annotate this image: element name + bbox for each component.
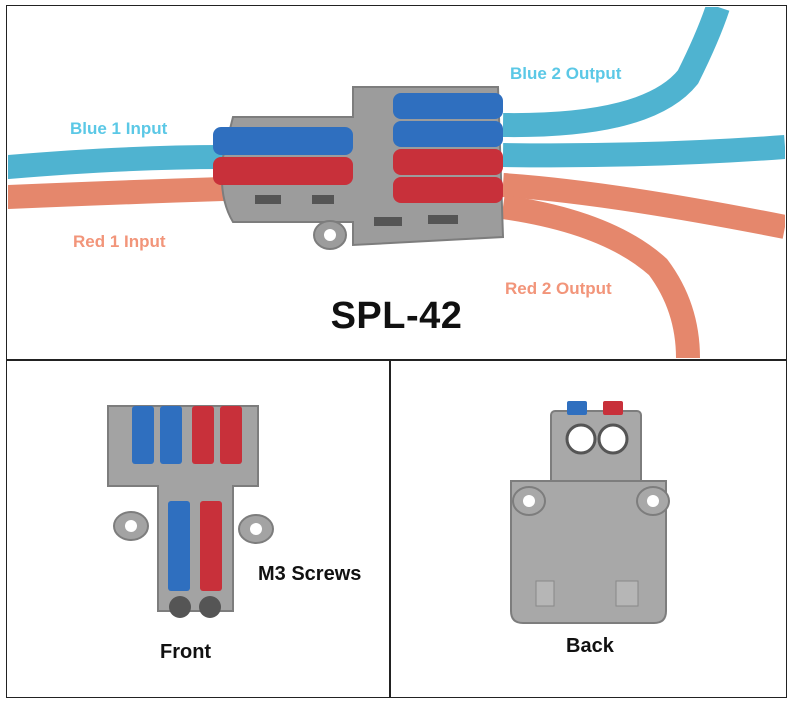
red-lever-output-2 xyxy=(393,177,503,203)
back-view-illustration xyxy=(510,401,670,624)
back-view-panel: Back xyxy=(391,361,785,696)
front-view-panel: M3 Screws Front xyxy=(8,361,388,696)
blue-output-wire-1 xyxy=(502,7,730,138)
blue-input-wire xyxy=(8,145,235,179)
front-view-illustration xyxy=(107,405,274,618)
blue-output-wire-2 xyxy=(502,135,785,168)
front-red-lever-main xyxy=(200,501,222,591)
label-red-2-output: Red 2 Output xyxy=(505,279,612,298)
label-m3-screws: M3 Screws xyxy=(258,563,362,585)
front-blue-lever-1 xyxy=(132,406,154,464)
label-red-1-input: Red 1 Input xyxy=(73,232,166,251)
top-panel-connector-photo: Blue 1 Input Blue 2 Output Red 1 Input R… xyxy=(8,7,785,358)
red-lever-input xyxy=(213,157,353,185)
label-blue-1-input: Blue 1 Input xyxy=(70,119,168,138)
blue-lever-input xyxy=(213,127,353,155)
horizontal-divider xyxy=(6,359,787,361)
caption-back: Back xyxy=(566,635,614,657)
red-output-wire-1 xyxy=(502,173,785,239)
model-title: SPL-42 xyxy=(330,295,463,337)
label-blue-2-output: Blue 2 Output xyxy=(510,64,622,83)
front-red-lever-2 xyxy=(220,406,242,464)
red-output-wire-2 xyxy=(501,195,700,358)
red-lever-output-1 xyxy=(393,149,503,175)
vertical-divider xyxy=(389,359,391,698)
front-red-lever-1 xyxy=(192,406,214,464)
red-input-wire xyxy=(8,177,235,209)
blue-lever-output-2 xyxy=(393,121,503,147)
blue-lever-output-1 xyxy=(393,93,503,119)
connector-illustration xyxy=(8,7,785,358)
caption-front: Front xyxy=(160,641,212,663)
front-blue-lever-main xyxy=(168,501,190,591)
front-blue-lever-2 xyxy=(160,406,182,464)
